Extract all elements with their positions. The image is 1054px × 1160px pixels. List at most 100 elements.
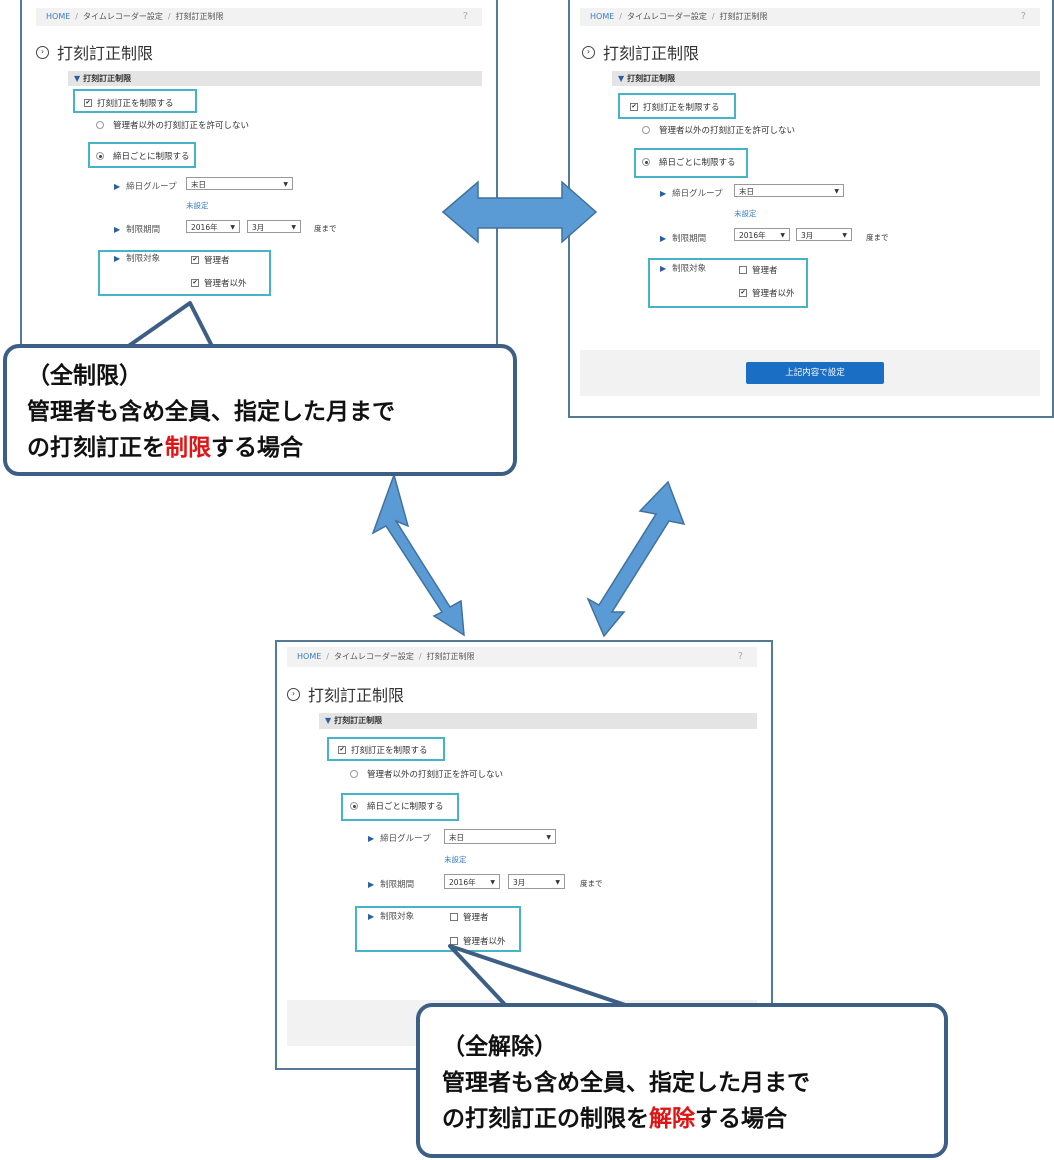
radio-icon [642,126,650,134]
highlight-restrict [73,89,197,113]
no-non-admin-radio[interactable]: 管理者以外の打刻訂正を許可しない [642,124,795,136]
unset-link[interactable]: 未設定 [444,855,467,864]
radio-selected-icon [96,152,104,160]
highlight-per-close [341,793,459,821]
non-admin-checkbox[interactable]: ✔管理者以外 [739,289,795,299]
breadcrumb: HOME/タイムレコーダー設定/打刻訂正制限 ? [287,647,757,667]
highlight-per-close [88,142,196,168]
callout-title: （全解除） [442,1034,557,1060]
restrict-checkbox[interactable]: ✔打刻訂正を制限する [338,746,428,756]
period-label: ▶制限期間 [660,233,707,245]
month-select[interactable]: 3月▼ [796,228,852,241]
screen-panel-full-restrict: HOME/タイムレコーダー設定/打刻訂正制限 ? ›打刻訂正制限 ▼打刻訂正制限… [20,0,498,356]
breadcrumb: HOME/タイムレコーダー設定/打刻訂正制限 ? [36,8,482,26]
period-label: ▶制限期間 [114,224,161,236]
breadcrumb: HOME/タイムレコーダー設定/打刻訂正制限 ? [580,8,1040,26]
breadcrumb-home[interactable]: HOME [590,12,615,21]
help-icon[interactable]: ? [1020,11,1026,22]
page-title: ›打刻訂正制限 [36,40,153,64]
breadcrumb-settings[interactable]: タイムレコーダー設定 [82,12,163,21]
page-title: ›打刻訂正制限 [287,682,404,706]
highlight-target [355,906,521,952]
section-header: ▼打刻訂正制限 [319,713,757,729]
breadcrumb-settings[interactable]: タイムレコーダー設定 [626,12,707,21]
per-close-radio[interactable]: 締日ごとに制限する [96,150,190,162]
radio-selected-icon [642,158,650,166]
target-label: ▶制限対象 [114,253,161,265]
section-header: ▼打刻訂正制限 [612,71,1040,86]
checkbox-icon: ✔ [338,746,346,754]
callout-line2: の打刻訂正の制限を解除する場合 [442,1106,787,1132]
callout-line2: の打刻訂正を制限する場合 [27,435,303,461]
admin-checkbox[interactable]: ✔管理者 [191,256,230,266]
page-title: ›打刻訂正制限 [582,40,699,64]
double-arrow-horizontal [441,180,598,244]
unset-link[interactable]: 未設定 [186,201,209,210]
circle-arrow-icon: › [582,45,595,59]
checkbox-icon: ✔ [84,99,92,107]
until-suffix: 度まで [314,224,337,233]
year-select[interactable]: 2016年▼ [734,228,790,241]
breadcrumb-home[interactable]: HOME [46,12,71,21]
section-header: ▼打刻訂正制限 [68,71,482,86]
group-select[interactable]: 末日▼ [444,829,556,844]
highlight-target [98,250,271,296]
double-arrow-diagonal-left [371,472,465,637]
checkbox-icon: ✔ [739,289,747,297]
breadcrumb-current: 打刻訂正制限 [426,652,475,661]
per-close-radio[interactable]: 締日ごとに制限する [350,800,444,812]
breadcrumb-home[interactable]: HOME [297,652,322,661]
radio-icon [96,121,104,129]
period-label: ▶制限期間 [368,879,415,891]
double-arrow-diagonal-right [586,480,686,638]
circle-arrow-icon: › [287,687,300,701]
until-suffix: 度まで [866,233,889,242]
help-icon[interactable]: ? [462,11,468,22]
restrict-checkbox[interactable]: ✔打刻訂正を制限する [84,99,174,109]
admin-checkbox[interactable]: 管理者 [739,264,778,276]
highlight-restrict [327,737,445,761]
admin-checkbox[interactable]: 管理者 [450,911,489,923]
non-admin-checkbox[interactable]: 管理者以外 [450,935,506,947]
submit-button[interactable]: 上記内容で設定 [746,362,884,384]
callout-full-restrict: （全制限） 管理者も含め全員、指定した月まで の打刻訂正を制限する場合 [3,344,517,476]
group-select[interactable]: 末日▼ [734,184,844,197]
checkbox-icon [450,937,458,945]
unset-link[interactable]: 未設定 [734,209,757,218]
highlight-target [648,258,808,308]
breadcrumb-current: 打刻訂正制限 [175,12,224,21]
target-label: ▶制限対象 [660,263,707,275]
month-select[interactable]: 3月▼ [508,874,565,889]
until-suffix: 度まで [580,879,603,888]
radio-selected-icon [350,802,358,810]
checkbox-icon [739,266,747,274]
group-label: ▶締日グループ [114,181,177,193]
checkbox-icon: ✔ [191,256,199,264]
highlight-per-close [634,148,748,178]
checkbox-icon: ✔ [630,103,638,111]
month-select[interactable]: 3月▼ [247,220,301,233]
breadcrumb-settings[interactable]: タイムレコーダー設定 [333,652,414,661]
callout-line1: 管理者も含め全員、指定した月まで [442,1070,810,1096]
no-non-admin-radio[interactable]: 管理者以外の打刻訂正を許可しない [350,768,503,780]
year-select[interactable]: 2016年▼ [444,874,500,889]
group-select[interactable]: 末日▼ [186,177,293,190]
group-label: ▶締日グループ [368,833,431,845]
emphasis-text: 解除 [649,1106,695,1132]
checkbox-icon [450,913,458,921]
non-admin-checkbox[interactable]: ✔管理者以外 [191,279,247,289]
help-icon[interactable]: ? [737,651,743,662]
breadcrumb-current: 打刻訂正制限 [719,12,768,21]
screen-panel-right: HOME/タイムレコーダー設定/打刻訂正制限 ? ›打刻訂正制限 ▼打刻訂正制限… [568,0,1054,418]
circle-arrow-icon: › [36,45,49,59]
group-label: ▶締日グループ [660,188,723,200]
year-select[interactable]: 2016年▼ [186,220,240,233]
checkbox-icon: ✔ [191,279,199,287]
highlight-restrict [618,93,736,119]
callout-title: （全制限） [27,363,142,389]
per-close-radio[interactable]: 締日ごとに制限する [642,156,736,168]
callout-line1: 管理者も含め全員、指定した月まで [27,399,395,425]
restrict-checkbox[interactable]: ✔打刻訂正を制限する [630,103,720,113]
no-non-admin-radio[interactable]: 管理者以外の打刻訂正を許可しない [96,119,249,131]
